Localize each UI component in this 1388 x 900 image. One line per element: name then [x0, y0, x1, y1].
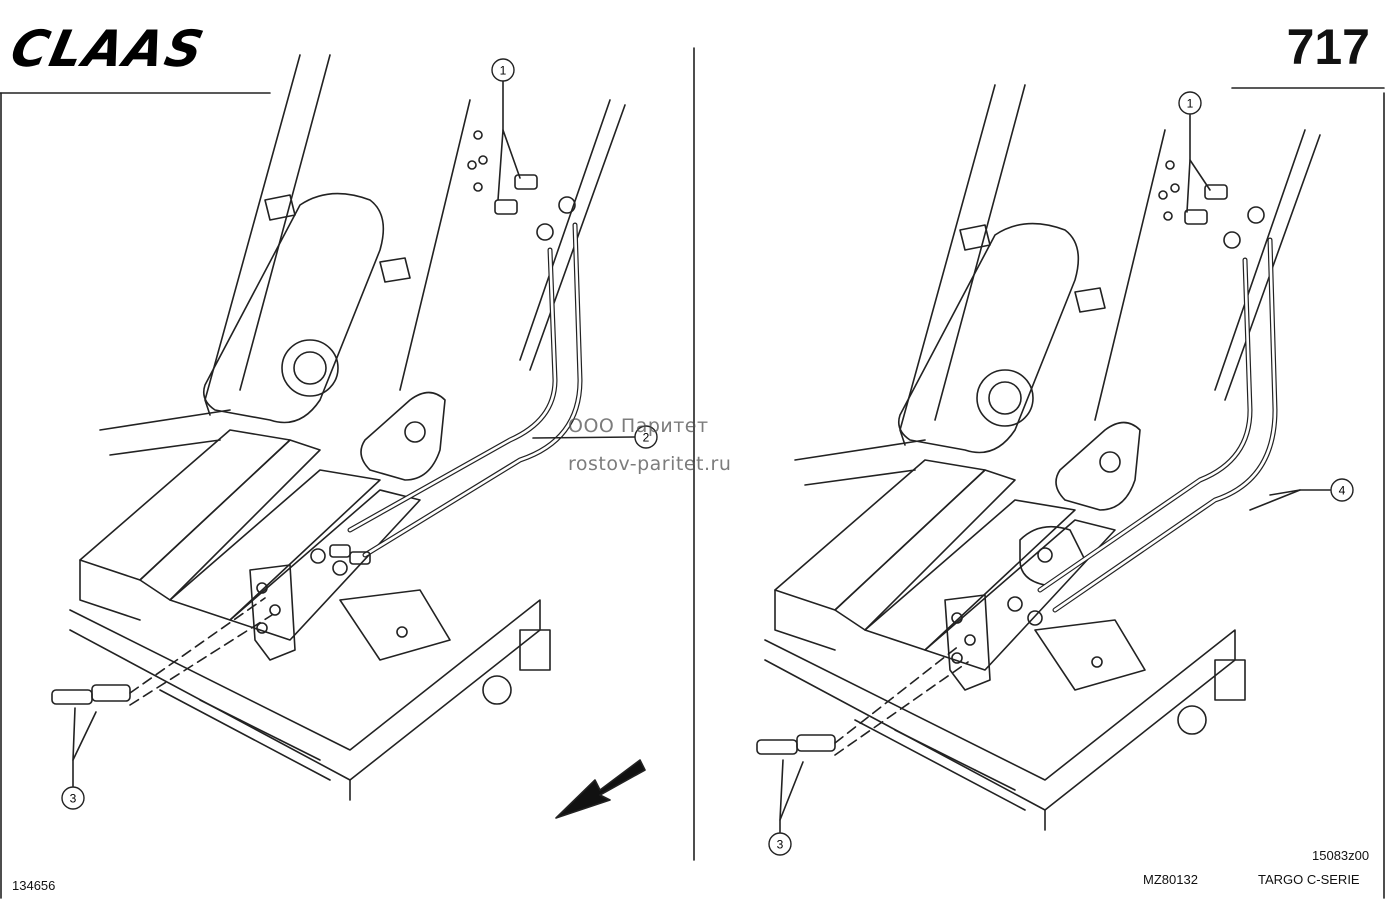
callout-label: 3 — [777, 838, 784, 852]
callout-right-4: 4 — [1330, 478, 1354, 502]
callout-left-1: 1 — [491, 58, 515, 82]
callout-label: 3 — [70, 792, 77, 806]
callout-left-3: 3 — [61, 786, 85, 810]
right-view — [756, 84, 1331, 833]
figure-code-right: 15083z00 — [1312, 848, 1370, 863]
callout-left-2: 2 — [634, 425, 658, 449]
callout-label: 1 — [1187, 97, 1194, 111]
left-view — [51, 54, 646, 819]
series-label: TARGO C-SERIE — [1258, 872, 1360, 887]
watermark-line1: ООО Паритет — [568, 415, 709, 437]
callout-right-1: 1 — [1178, 91, 1202, 115]
callout-label: 4 — [1339, 484, 1346, 498]
callout-label: 2 — [643, 431, 650, 445]
figure-code-left: 134656 — [12, 878, 56, 893]
page-number: 717 — [1286, 19, 1370, 75]
callout-label: 1 — [500, 64, 507, 78]
callout-right-3: 3 — [768, 832, 792, 856]
figure-code-center: MZ80132 — [1143, 872, 1198, 887]
watermark-line2: rostov-paritet.ru — [568, 453, 732, 475]
